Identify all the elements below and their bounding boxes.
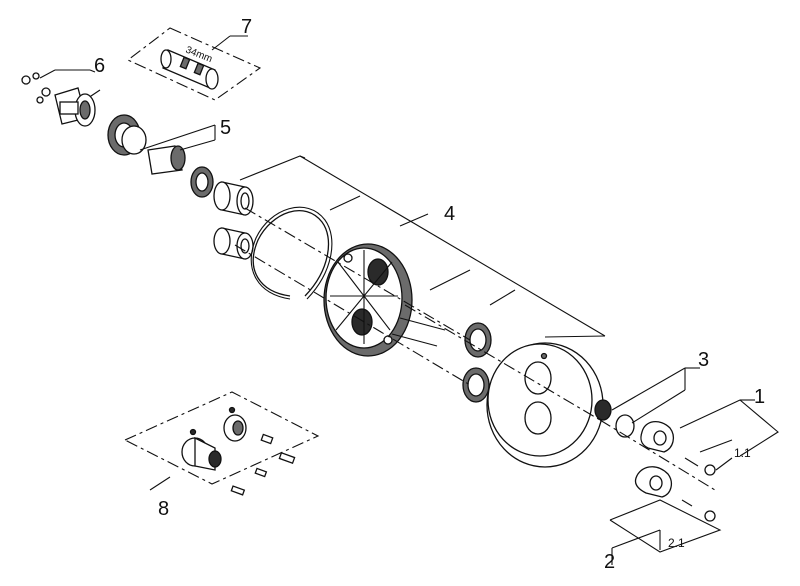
retaining-ring: [250, 206, 333, 300]
part-8-inset: 8: [123, 391, 320, 520]
mounting-screws: [391, 317, 446, 347]
part-1-bracket: 1 1.1: [679, 386, 779, 471]
part-5-assembly: 5: [107, 114, 231, 198]
handle-2: [634, 466, 716, 522]
label-2-1: 2.1: [668, 536, 685, 550]
part-8-frame: [123, 391, 320, 485]
assembly-axis-lines: [234, 207, 716, 491]
label-5: 5: [220, 117, 231, 139]
label-3: 3: [698, 349, 709, 371]
handle-1: [640, 421, 716, 476]
label-1-1: 1.1: [734, 446, 751, 460]
label-1: 1: [754, 386, 765, 408]
escutcheon-plate: [486, 342, 604, 468]
spanner-tool: [160, 49, 219, 90]
seal-rings: [462, 322, 492, 403]
extension-sleeves: [213, 181, 254, 260]
part-6-assembly: 6: [21, 55, 105, 127]
part-2-bracket: 2 2.1: [604, 499, 722, 573]
label-8: 8: [158, 498, 169, 520]
label-6: 6: [94, 55, 105, 77]
label-2: 2: [604, 551, 615, 573]
label-4: 4: [444, 203, 455, 225]
part-7-inset: 34mm 7: [126, 16, 262, 101]
label-7: 7: [241, 16, 252, 38]
part-4-bracket: 4: [239, 155, 606, 338]
mounting-plate: [323, 243, 413, 357]
part-3-group: 3: [594, 349, 709, 438]
